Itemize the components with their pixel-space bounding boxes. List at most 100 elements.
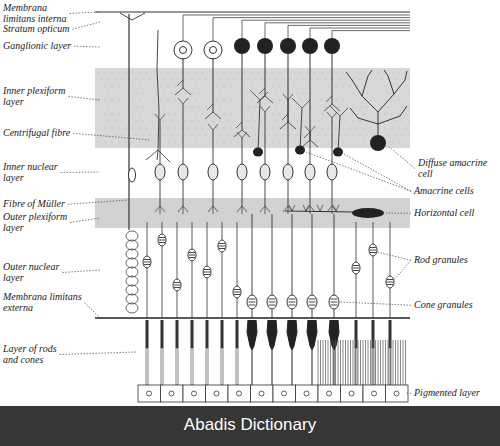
stipple-dot <box>105 72 106 73</box>
fibre-line <box>237 222 238 318</box>
granule-stripe <box>204 274 210 275</box>
optic-fibre <box>183 15 410 41</box>
stipple-dot <box>294 72 295 73</box>
stipple-dot <box>353 107 354 108</box>
bipolar-cell <box>327 164 337 180</box>
stipple-dot <box>318 121 319 122</box>
stipple-dot <box>98 128 99 129</box>
stipple-dot <box>182 128 183 129</box>
granule-stripe <box>219 248 225 249</box>
stipple-dot <box>304 93 305 94</box>
stipple-dot <box>374 93 375 94</box>
rod-outer-segment <box>191 348 193 385</box>
cone-outer-segment <box>252 350 253 385</box>
stipple-dot <box>227 107 228 108</box>
fibre-line <box>208 206 213 212</box>
stipple-dot <box>234 93 235 94</box>
stipple-dot <box>308 100 309 101</box>
stipple-dot <box>252 86 253 87</box>
stipple-dot <box>185 107 186 108</box>
fibre-line <box>282 114 288 120</box>
stipple-dot <box>203 128 204 129</box>
pigment-cell <box>318 385 341 402</box>
fibre-line <box>160 120 161 164</box>
stipple-dot <box>175 86 176 87</box>
fibre-line <box>236 122 242 128</box>
stipple-dot <box>185 93 186 94</box>
stipple-dot <box>325 135 326 136</box>
stipple-dot <box>280 142 281 143</box>
stipple-dot <box>294 114 295 115</box>
stipple-dot <box>150 121 151 122</box>
stipple-dot <box>294 142 295 143</box>
stipple-dot <box>301 86 302 87</box>
stipple-dot <box>245 128 246 129</box>
stipple-dot <box>357 114 358 115</box>
rod-outer-segment <box>176 348 178 385</box>
amacrine-dendrite <box>362 76 368 96</box>
fibre-line <box>242 132 247 138</box>
rod-inner-segment <box>161 320 164 348</box>
stipple-dot <box>367 93 368 94</box>
optic-fibre <box>265 23 410 38</box>
stipple-dot <box>280 86 281 87</box>
stipple-dot <box>164 121 165 122</box>
stipple-dot <box>315 72 316 73</box>
amacrine-dendrite <box>405 71 407 80</box>
leader-line <box>388 146 415 169</box>
stipple-dot <box>196 114 197 115</box>
stipple-dot <box>171 93 172 94</box>
stipple-dot <box>98 142 99 143</box>
stipple-dot <box>119 114 120 115</box>
leader-line <box>394 260 411 280</box>
pigment-nucleus <box>372 391 377 396</box>
stipple-dot <box>147 114 148 115</box>
cell-label: Rod granules <box>414 255 498 266</box>
stipple-dot <box>133 100 134 101</box>
fibre-line <box>265 112 266 164</box>
fibre-line <box>146 150 158 160</box>
granule-stripe <box>219 246 225 247</box>
rod-granule <box>386 276 394 288</box>
stipple-dot <box>339 107 340 108</box>
stipple-dot <box>297 121 298 122</box>
stipple-dot <box>350 86 351 87</box>
stipple-dot <box>115 79 116 80</box>
stipple-dot <box>105 114 106 115</box>
pigment-process <box>363 340 364 385</box>
stipple-dot <box>399 128 400 129</box>
stipple-dot <box>234 107 235 108</box>
fibre-line <box>183 206 188 212</box>
ganglion-nucleus <box>180 47 187 54</box>
stipple-dot <box>395 121 396 122</box>
ganglion-cell <box>324 38 340 54</box>
muller-honeycomb <box>126 249 138 259</box>
fibre-line <box>302 100 310 108</box>
fibre-line <box>242 206 247 212</box>
stipple-dot <box>266 128 267 129</box>
pigment-process <box>338 340 339 385</box>
ganglion-cell <box>204 41 222 59</box>
stipple-dot <box>248 107 249 108</box>
stipple-dot <box>346 79 347 80</box>
stipple-dot <box>315 142 316 143</box>
fibre-line <box>310 126 315 132</box>
pigment-nucleus <box>349 391 354 396</box>
stipple-dot <box>287 128 288 129</box>
stipple-dot <box>241 135 242 136</box>
stipple-dot <box>143 121 144 122</box>
pigment-cell <box>251 385 274 402</box>
stipple-dot <box>143 93 144 94</box>
muller-honeycomb <box>126 258 138 268</box>
pigment-cell <box>138 385 161 402</box>
bipolar-cell <box>305 164 315 180</box>
stipple-dot <box>140 128 141 129</box>
stipple-dot <box>364 128 365 129</box>
stipple-dot <box>374 121 375 122</box>
pigment-nucleus <box>394 391 399 396</box>
stipple-dot <box>357 72 358 73</box>
stipple-dot <box>101 93 102 94</box>
stipple-dot <box>154 72 155 73</box>
leader-line <box>69 97 101 101</box>
rod-inner-segment <box>389 320 392 348</box>
